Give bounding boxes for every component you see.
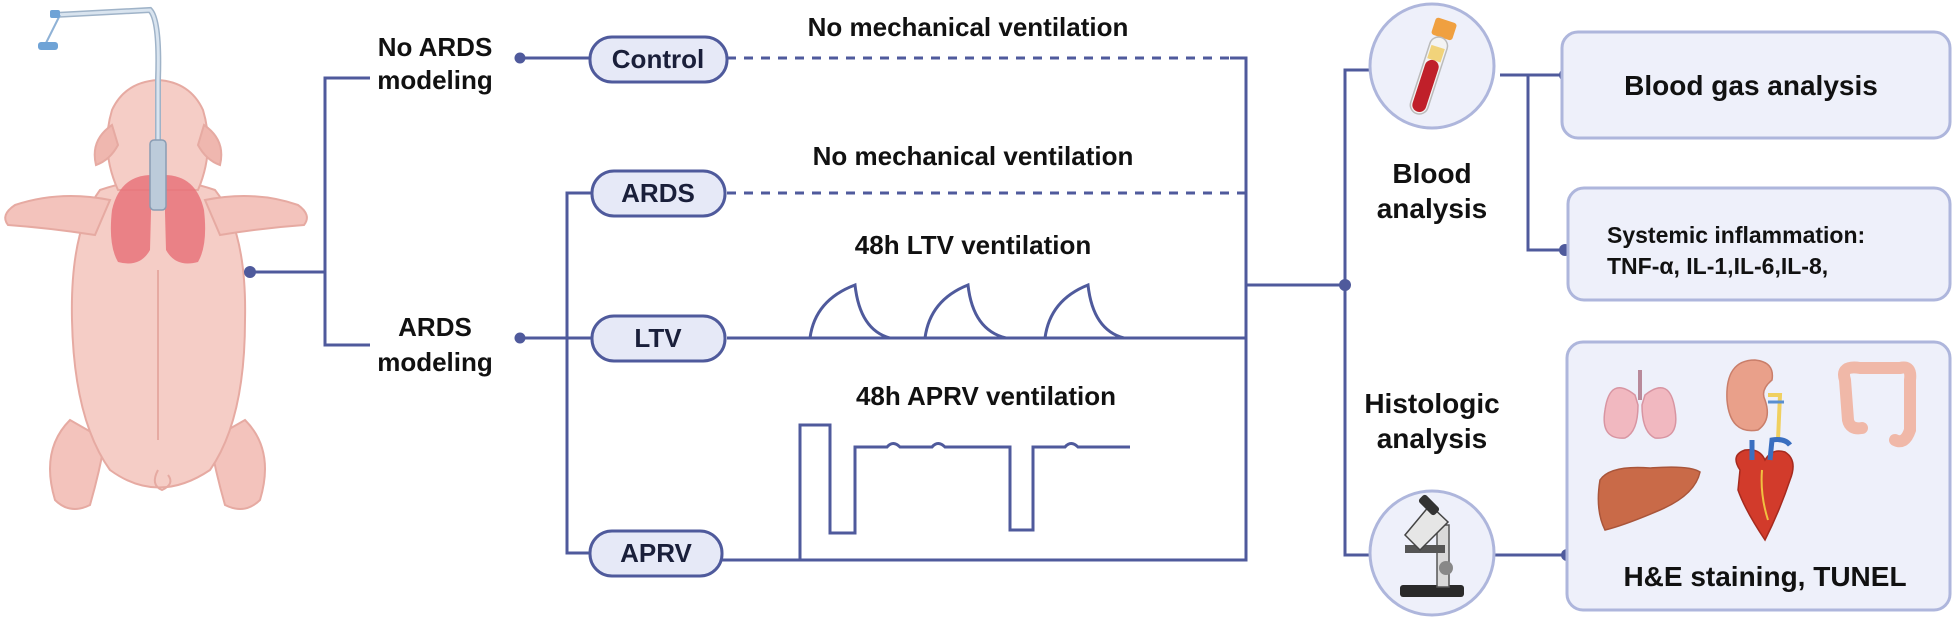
ltv-waveform (808, 282, 1125, 340)
group-label-ards: ARDS (621, 178, 695, 208)
inflammation-label-line2: TNF-α, IL-1,IL-6,IL-8, (1607, 253, 1828, 279)
ltv-annotation: 48h LTV ventilation (855, 230, 1091, 260)
blood-analysis-line2: analysis (1377, 193, 1488, 224)
right-collector (1230, 56, 1248, 562)
left-bracket (323, 76, 370, 347)
no-ards-label-line1: No ARDS (378, 32, 493, 62)
inflammation-box: Systemic inflammation: TNF-α, IL-1,IL-6,… (1566, 186, 1952, 302)
group-label-ltv: LTV (634, 323, 682, 353)
ards-label-line1: ARDS (398, 312, 472, 342)
analysis-dot (1339, 279, 1351, 291)
group-pill-control: Control (588, 35, 729, 84)
control-dot (514, 52, 526, 64)
aprv-annotation: 48h APRV ventilation (856, 381, 1116, 411)
histology-label: H&E staining, TUNEL (1623, 561, 1906, 592)
no-ards-label-line2: modeling (377, 65, 493, 95)
group-pill-ards: ARDS (590, 169, 727, 218)
group-label-control: Control (612, 44, 704, 74)
group-pill-ltv: LTV (590, 314, 727, 363)
control-annotation: No mechanical ventilation (808, 12, 1129, 42)
ltv-dot (514, 332, 526, 344)
kidney-icon (1726, 359, 1784, 441)
blood-gas-label: Blood gas analysis (1624, 70, 1878, 101)
histologic-analysis-line1: Histologic (1364, 388, 1499, 419)
ards-sub-bracket (565, 191, 592, 555)
ards-annotation: No mechanical ventilation (813, 141, 1134, 171)
lung-icon (1603, 370, 1677, 439)
liver-icon (1597, 466, 1701, 531)
aprv-waveform (798, 423, 1130, 560)
microscope-icon (1368, 489, 1496, 617)
connector-dots (244, 52, 1573, 561)
inflammation-label-line1: Systemic inflammation: (1607, 222, 1865, 248)
analysis-bracket (1343, 68, 1370, 557)
blood-tube-icon (1368, 2, 1496, 130)
blood-gas-box: Blood gas analysis (1560, 30, 1952, 140)
histology-box: H&E staining, TUNEL (1565, 340, 1952, 612)
inflammation-branch (1526, 75, 1562, 252)
pig-dot (244, 266, 256, 278)
blood-analysis-line1: Blood (1392, 158, 1471, 189)
group-pill-aprv: APRV (588, 529, 724, 578)
heart-icon (1735, 437, 1794, 542)
histologic-analysis-line2: analysis (1377, 423, 1488, 454)
pig-illustration (4, 6, 308, 510)
ards-label-line2: modeling (377, 347, 493, 377)
group-label-aprv: APRV (620, 538, 692, 568)
intestine-icon (1838, 361, 1917, 448)
connector-lines (248, 56, 1565, 562)
